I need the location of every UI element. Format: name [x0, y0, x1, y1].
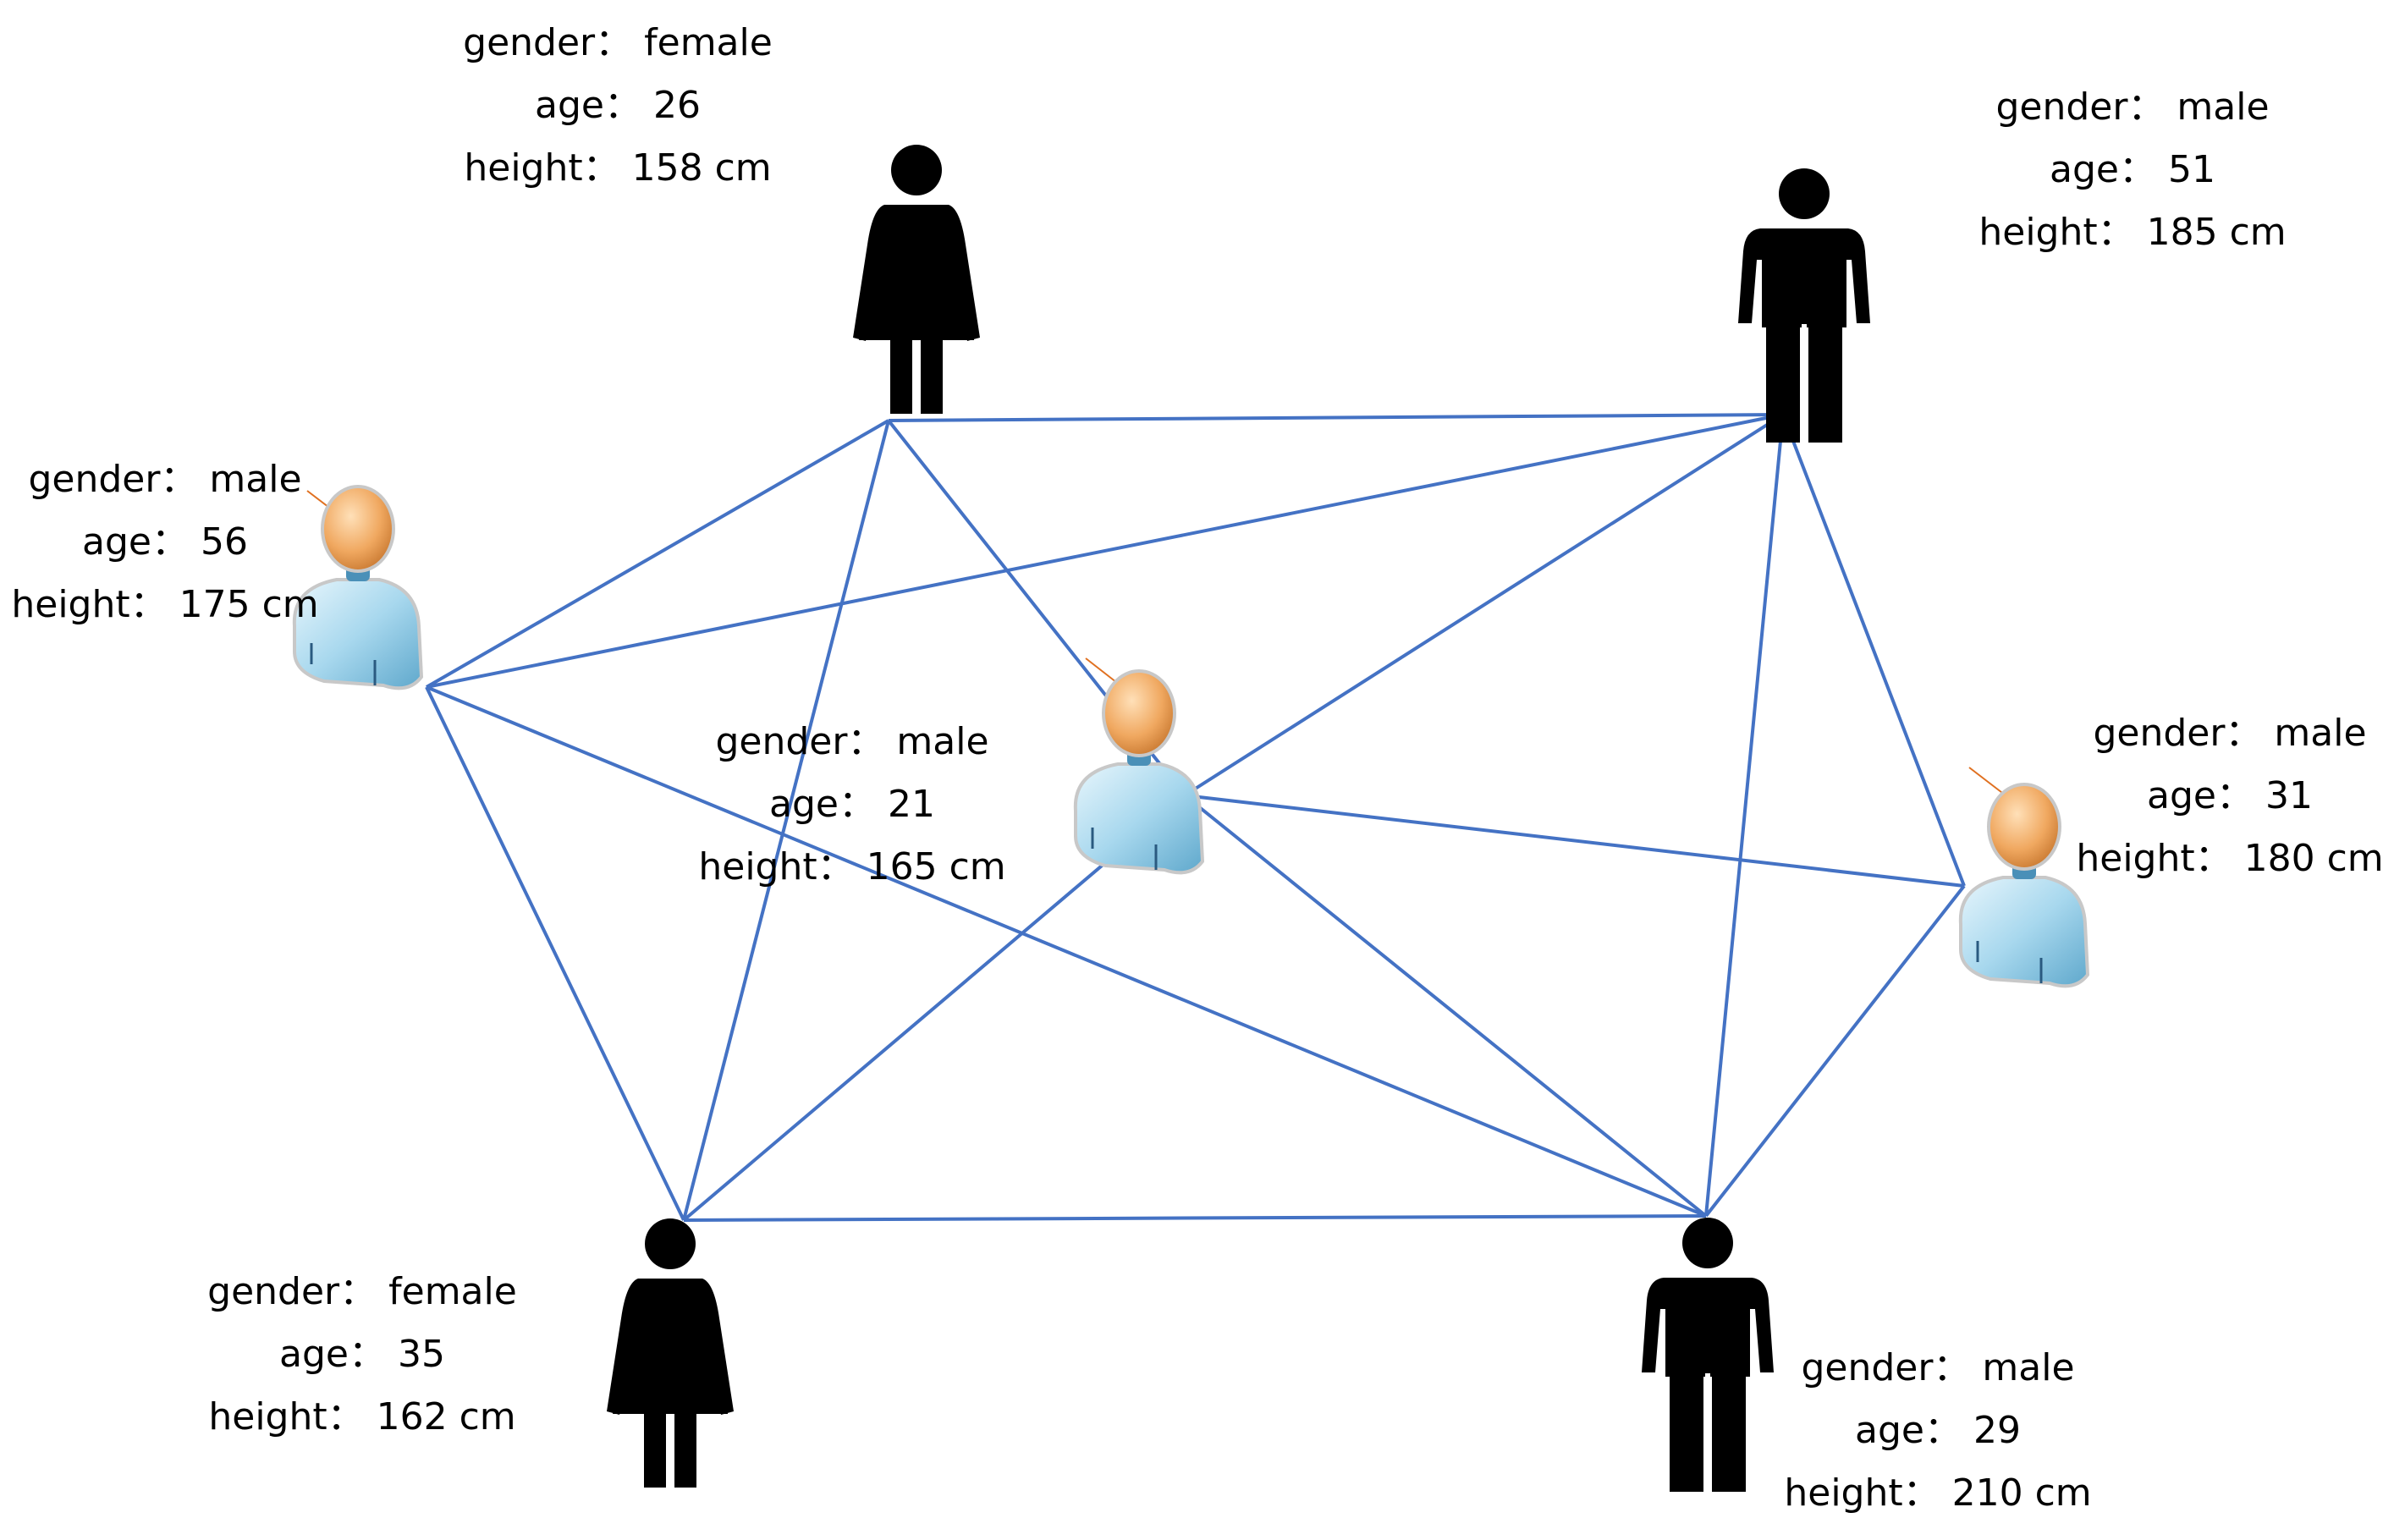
- edge-p1-p2: [888, 413, 1784, 422]
- edge-p2-p5: [1781, 414, 1966, 887]
- height-text: height： 185 cm: [1978, 211, 2287, 254]
- edge-p4-p6: [682, 794, 1186, 1222]
- edge-p1-p6: [682, 420, 890, 1221]
- node-label-p4: gender： male age： 21 height： 165 cm: [698, 711, 1005, 899]
- age-text: age： 21: [769, 783, 935, 826]
- node-label-p3: gender： male age： 56 height： 175 cm: [11, 448, 318, 636]
- height-text: height： 210 cm: [1784, 1471, 2092, 1515]
- edge-p1-p3: [426, 419, 889, 689]
- node-label-p1: gender： female age： 26 height： 158 cm: [463, 12, 773, 200]
- edge-p6-p7: [683, 1214, 1707, 1222]
- gender-text: gender： male: [28, 458, 302, 501]
- height-text: height： 180 cm: [2076, 837, 2384, 880]
- edges-layer: [425, 413, 1966, 1222]
- node-label-p5: gender： male age： 31 height： 180 cm: [2076, 702, 2383, 890]
- height-text: height： 175 cm: [11, 583, 319, 626]
- node-label-p2: gender： male age： 51 height： 185 cm: [1978, 76, 2286, 264]
- age-text: age： 29: [1855, 1409, 2021, 1452]
- edge-p2-p4: [1183, 413, 1785, 797]
- height-text: height： 165 cm: [698, 845, 1006, 888]
- gender-text: gender： male: [1995, 85, 2270, 129]
- gender-text: gender： male: [1801, 1346, 2075, 1389]
- edge-p2-p7: [1704, 414, 1785, 1217]
- gender-text: gender： male: [2093, 712, 2367, 755]
- man-silhouette-icon: [1738, 168, 1870, 443]
- user-avatar-icon: [1958, 767, 2090, 988]
- gender-text: gender： male: [715, 720, 989, 763]
- user-avatar-icon: [292, 485, 424, 690]
- woman-silhouette-icon: [607, 1218, 734, 1488]
- man-silhouette-icon: [1642, 1218, 1774, 1492]
- node-label-p6: gender： female age： 35 height： 162 cm: [207, 1261, 517, 1449]
- age-text: age： 26: [535, 84, 701, 127]
- edge-p3-p6: [425, 686, 685, 1221]
- age-text: age： 31: [2147, 774, 2313, 817]
- edge-p4-p5: [1184, 794, 1965, 888]
- node-label-p7: gender： male age： 29 height： 210 cm: [1784, 1337, 2091, 1525]
- height-text: height： 158 cm: [464, 146, 772, 190]
- edge-p4-p7: [1183, 794, 1708, 1218]
- age-text: age： 51: [2050, 148, 2215, 191]
- age-text: age： 56: [82, 520, 248, 564]
- gender-text: gender： female: [207, 1270, 517, 1313]
- edge-p2-p3: [426, 413, 1784, 689]
- edge-p3-p7: [426, 685, 1707, 1218]
- height-text: height： 162 cm: [208, 1395, 516, 1438]
- woman-silhouette-icon: [853, 145, 980, 414]
- edge-p5-p7: [1704, 884, 1966, 1218]
- gender-text: gender： female: [463, 21, 773, 64]
- age-text: age： 35: [279, 1333, 445, 1376]
- user-avatar-icon: [1073, 657, 1205, 875]
